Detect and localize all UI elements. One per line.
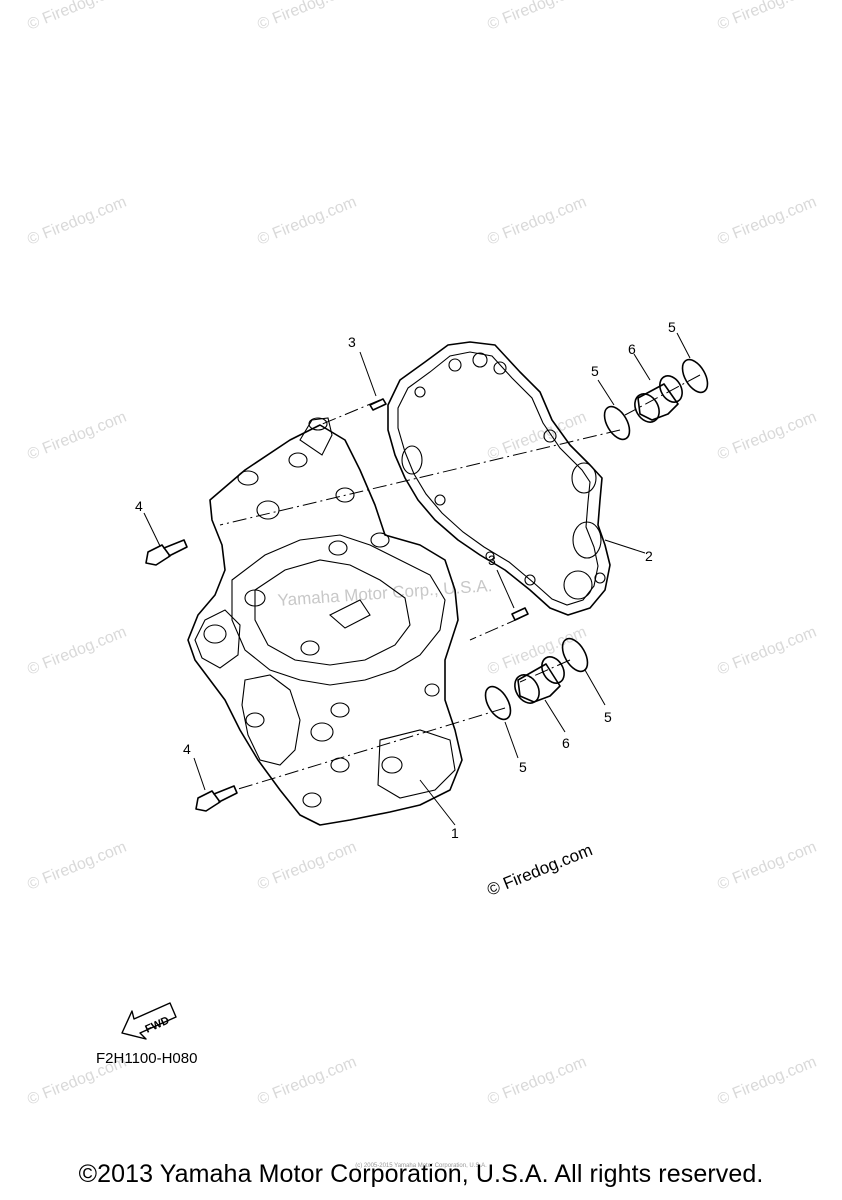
callout-label: 5 — [604, 709, 612, 725]
watermark: © Firedog.com — [25, 409, 129, 464]
watermark: © Firedog.com — [485, 624, 589, 679]
collar — [634, 375, 683, 423]
watermark: © Firedog.com — [715, 1054, 819, 1109]
callout-label: 4 — [135, 498, 143, 514]
dowel-pin — [369, 398, 387, 411]
callout-label: 5 — [668, 319, 676, 335]
gasket — [387, 341, 611, 616]
callout-label: 2 — [645, 548, 653, 564]
watermark: © Firedog.com — [25, 194, 129, 249]
arrow-left-icon — [121, 1002, 177, 1040]
cover-body — [187, 417, 463, 826]
o-ring — [681, 358, 709, 394]
callout-label: 4 — [183, 741, 191, 757]
callout-label: 6 — [562, 735, 570, 751]
watermark: © Firedog.com — [485, 194, 589, 249]
callout-label: 3 — [348, 334, 356, 350]
site-credit: © Firedog.com — [484, 840, 595, 899]
callout-numbers: 1 2 3 3 4 4 5 5 5 5 6 6 — [135, 319, 676, 841]
watermark: © Firedog.com — [25, 839, 129, 894]
watermark: © Firedog.com — [485, 0, 589, 34]
center-watermark: Yamaha Motor Corp., U.S.A. — [277, 576, 493, 610]
callout-label: 5 — [591, 363, 599, 379]
watermark: © Firedog.com — [715, 409, 819, 464]
watermark: © Firedog.com — [485, 409, 589, 464]
copyright-notice: ©2013 Yamaha Motor Corporation, U.S.A. A… — [78, 1160, 764, 1188]
callout-leaders — [143, 332, 691, 826]
o-ring — [484, 685, 512, 721]
watermark: © Firedog.com — [255, 839, 359, 894]
callout-label: 6 — [628, 341, 636, 357]
watermark: © Firedog.com — [485, 1054, 589, 1109]
watermark: © Firedog.com — [255, 1054, 359, 1109]
dowel-pin — [511, 607, 529, 621]
watermark: © Firedog.com — [25, 0, 129, 34]
bolt — [145, 539, 188, 566]
callout-label: 1 — [451, 825, 459, 841]
fine-print: (c) 2005-2015 Yamaha Motor Corporation, … — [355, 1163, 487, 1169]
fwd-arrow: FWD — [118, 995, 182, 1041]
figure-code: F2H1100-H080 — [96, 1050, 198, 1067]
watermark: © Firedog.com — [715, 839, 819, 894]
bolt — [195, 785, 238, 812]
o-ring — [561, 637, 589, 673]
watermark: © Firedog.com — [255, 194, 359, 249]
watermark: © Firedog.com — [25, 624, 129, 679]
watermark: © Firedog.com — [715, 0, 819, 34]
callout-label: 5 — [519, 759, 527, 775]
watermark-grid: © Firedog.com © Firedog.com © Firedog.co… — [25, 0, 819, 1109]
watermark: © Firedog.com — [255, 0, 359, 34]
watermark: © Firedog.com — [715, 624, 819, 679]
collar — [514, 656, 565, 704]
callout-label: 3 — [488, 552, 496, 568]
o-ring — [603, 405, 631, 441]
watermark: © Firedog.com — [715, 194, 819, 249]
